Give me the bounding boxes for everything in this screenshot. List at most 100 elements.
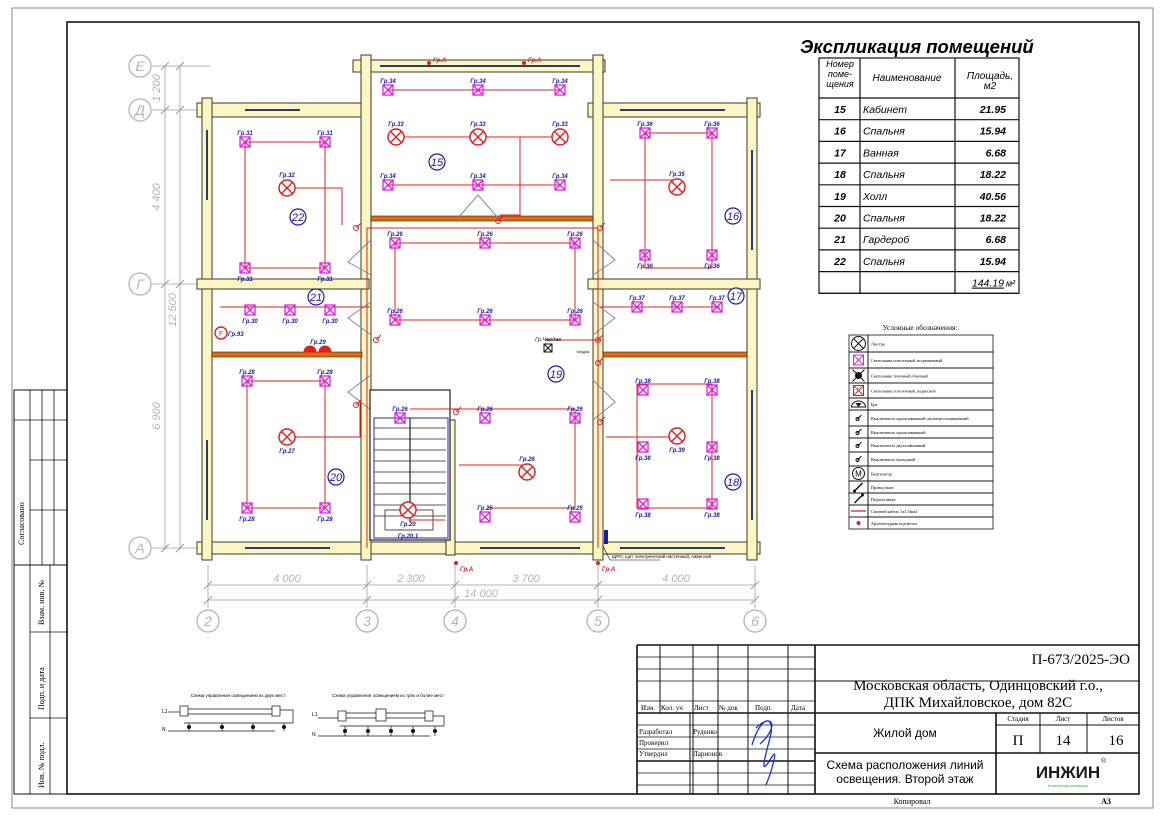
company-logo: ИНЖИН Инженерные инновации ®: [1036, 757, 1107, 788]
fixture-label: Гр.26: [567, 232, 583, 238]
copied-label: Копировал: [894, 797, 931, 806]
room-number-label: 20: [329, 472, 343, 484]
room-area-cell: 18.22: [980, 213, 1006, 225]
attic-switch-label: Чердак: [576, 349, 590, 354]
legend-row: Выключатель одноклавишный пылевлагозащищ…: [848, 409, 994, 427]
room-number-label: 22: [291, 212, 304, 224]
column-dimension: 3 700: [512, 573, 540, 585]
room-number: 20: [327, 468, 345, 486]
electrical-panel: ЩРО, щит электрический настенный, навесн…: [602, 530, 711, 561]
door: [592, 379, 616, 421]
room-name-cell: Спальня: [863, 169, 905, 181]
room-number-label: 19: [550, 369, 562, 381]
sheets-value: 16: [1109, 733, 1125, 749]
legend-label: Выключатель двухклавишный: [871, 443, 926, 448]
fixture-label: Гр.А: [528, 58, 541, 64]
switch-icon: [597, 416, 606, 425]
axis-bubble-row: А: [128, 536, 152, 560]
row-dimension: 6 900: [151, 401, 163, 429]
fixture-label: Гр.26: [387, 309, 403, 315]
ceiling-light-icon: Гр.37: [709, 296, 725, 313]
legend-row: Провод вниз: [848, 480, 994, 494]
title-block-col-header: Дата: [791, 704, 806, 712]
fixture-label: Гр.20.1: [398, 534, 419, 540]
svg-text:F: F: [219, 331, 223, 338]
room-number-cell: 21: [833, 234, 846, 246]
ceiling-light-icon: Гр.31: [237, 262, 253, 283]
title-block-col-header: Кол. уч: [661, 704, 683, 712]
fixture-label: Гр.34: [470, 79, 486, 85]
logo-registered-mark: ®: [1101, 757, 1107, 765]
room-number-cell: 16: [834, 126, 846, 138]
fixture-label: Гр.36: [704, 264, 720, 270]
fixture-label: Гр.38: [704, 456, 720, 462]
fixture-label: Гр.34: [380, 174, 396, 180]
fixture-label: Гр.37: [669, 296, 685, 302]
scheme-three-n: N: [312, 732, 316, 738]
room-number: 19: [547, 365, 565, 383]
ceiling-light-icon: Гр.26: [567, 407, 583, 424]
legend-label: Светильник потолочный, встраиваемый: [871, 358, 943, 364]
ceiling-light-icon: Гр.30: [242, 304, 258, 325]
ceiling-light-icon: Гр.34: [470, 79, 486, 96]
axis-label: Г: [136, 276, 145, 292]
cable-line: [287, 400, 361, 438]
fixture-label: Гр.25: [567, 506, 583, 512]
pendant-light-icon: Гр.27: [278, 428, 296, 455]
legend-label: Провод вниз: [871, 485, 894, 490]
ceiling-light-icon: Гр.28: [239, 370, 255, 387]
legend-title: Условные обозначения:: [882, 323, 957, 332]
wall: [587, 278, 761, 290]
role-name: Руденко: [693, 728, 717, 736]
ceiling-light-icon: Гр.38: [635, 379, 651, 396]
fixture-label: Гр.93: [228, 332, 244, 338]
fixture-label: Гр.31: [237, 277, 253, 283]
svg-text:M: M: [855, 470, 862, 479]
axis-bubble-row: Е: [128, 54, 152, 78]
fixture-label: Гр.26: [567, 407, 583, 413]
room-number-label: 18: [727, 477, 740, 489]
cable-line: [244, 141, 326, 269]
column-total-dimension: 14 000: [464, 588, 499, 600]
fixture-label: Гр.34: [552, 174, 568, 180]
fixture-label: Гр.А: [433, 58, 446, 64]
ceiling-light-icon: Гр.38: [635, 441, 651, 462]
fixture-label: Гр.26: [387, 232, 403, 238]
sconce-icon: Гр.29: [303, 340, 332, 353]
fixture-label: Гр.37: [629, 296, 645, 302]
fixture-label: Гр.39: [669, 448, 685, 454]
sconce-icon: [850, 400, 867, 408]
total-area: 144.19: [972, 278, 1004, 290]
column-dimension: 4 000: [662, 573, 690, 585]
fixture-label: Гр.38: [704, 379, 720, 385]
legend-label: Вентилятор: [871, 472, 892, 477]
explication-header-name: Наименование: [872, 73, 941, 84]
room-area-cell: 6.68: [986, 234, 1007, 246]
ceiling-light-icon: Гр.31: [317, 131, 333, 148]
scheme-two-n: N: [162, 727, 166, 733]
pendant-light-icon: Гр.32: [278, 173, 296, 197]
wire-up-icon: [853, 493, 864, 504]
partition-wall: [370, 215, 594, 222]
room-number: 22: [289, 208, 307, 226]
stage-label: Стадия: [1007, 715, 1029, 723]
legend-row: Светильник потолочный, встраиваемый: [848, 351, 994, 369]
staircase: [369, 389, 451, 541]
ceiling-light-recessed-icon: [853, 354, 864, 366]
room-number: 18: [724, 473, 742, 491]
panel-note: ЩРО, щит электрический настенный, навесн…: [612, 553, 711, 559]
chandelier-icon: [851, 336, 866, 351]
signature: [751, 720, 776, 786]
fixture-label: Гр.26: [519, 457, 535, 463]
fixture-label: Гр.25: [477, 506, 493, 512]
ceiling-light-icon: Гр.36: [637, 122, 653, 139]
switch-icon: [595, 357, 604, 366]
scheme-lamp-icon: [343, 726, 347, 736]
ceiling-light-icon: Гр.26: [387, 309, 403, 326]
title-block-col-header: Лист: [694, 704, 709, 712]
